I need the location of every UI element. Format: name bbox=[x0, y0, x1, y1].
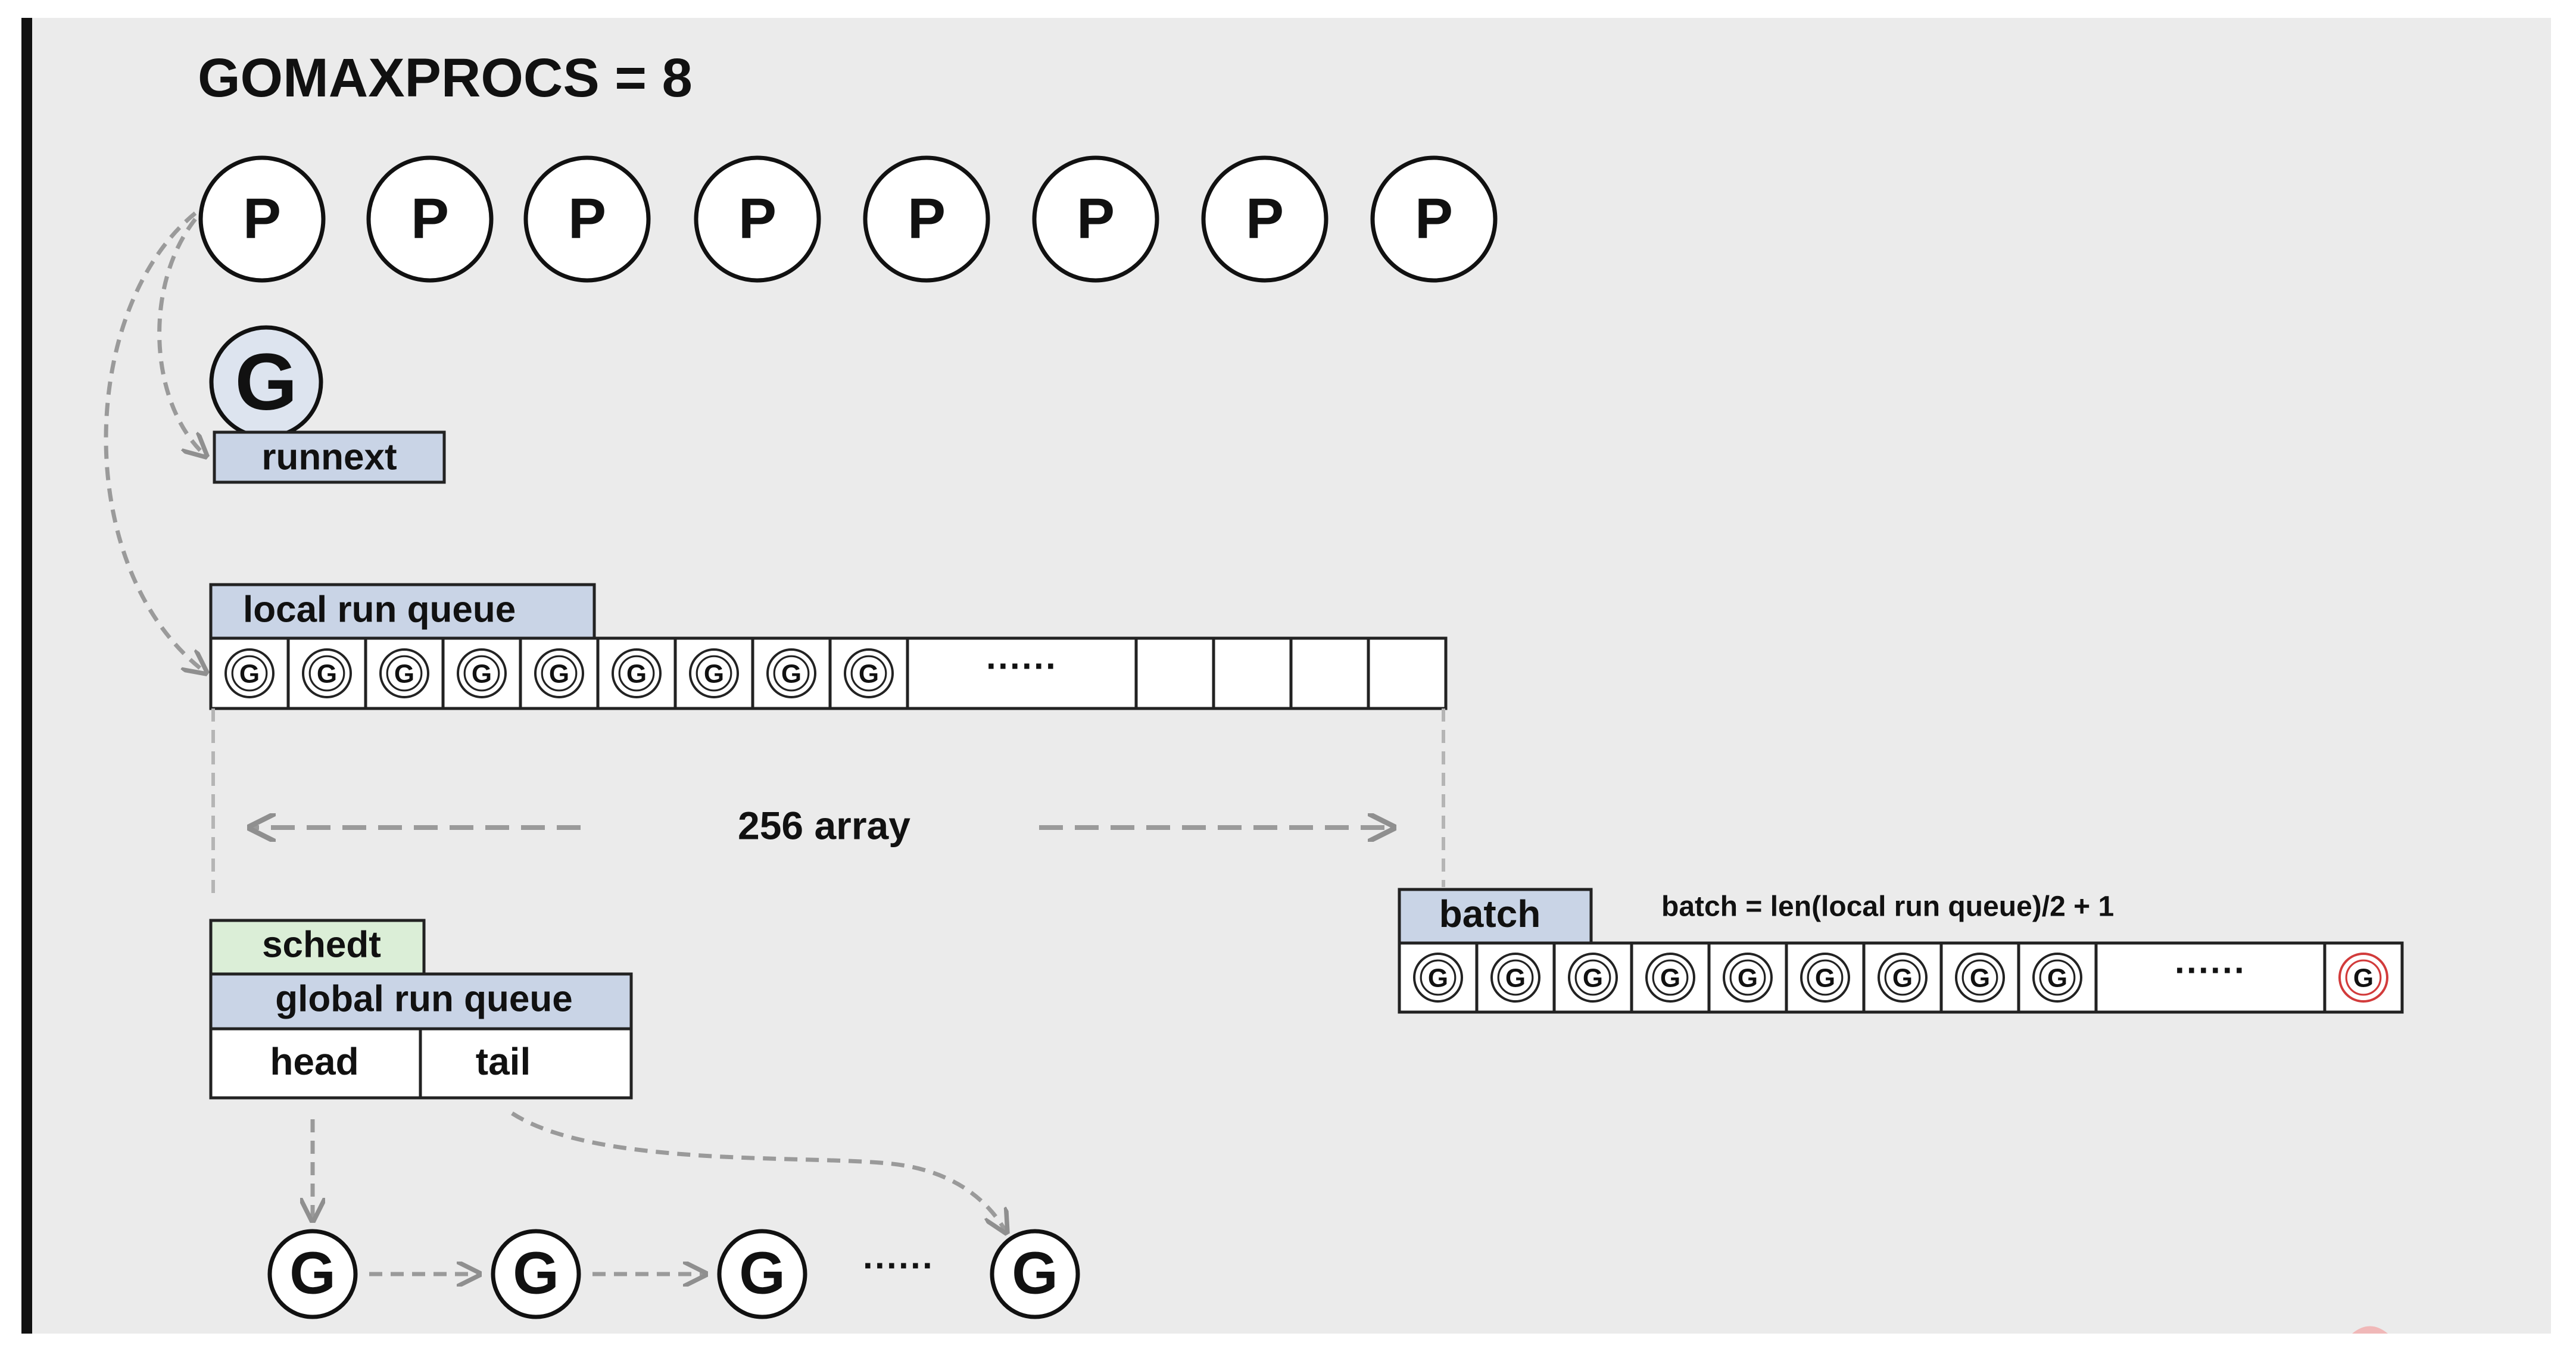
local-queue-goroutine: G bbox=[534, 648, 584, 698]
processor-3-label: P bbox=[568, 186, 606, 250]
local-queue-empty-cell bbox=[1212, 636, 1293, 710]
processor-5: P bbox=[863, 155, 990, 283]
processor-2-label: P bbox=[411, 186, 449, 250]
global-goroutine-4-label: G bbox=[1012, 1240, 1058, 1306]
batch-goroutine: G bbox=[1490, 953, 1540, 1003]
batch-goroutine: G bbox=[2032, 953, 2082, 1003]
local-queue-goroutine-label: G bbox=[394, 660, 414, 689]
runnext-goroutine: G bbox=[209, 325, 323, 439]
local-run-queue-label: local run queue bbox=[243, 589, 516, 630]
batch-goroutine: G bbox=[1568, 953, 1618, 1003]
local-queue-goroutine-label: G bbox=[239, 660, 260, 689]
corner-mark bbox=[2352, 1326, 2388, 1334]
processor-7-label: P bbox=[1246, 186, 1284, 250]
batch-goroutine-label: G bbox=[1892, 964, 1913, 993]
local-queue-goroutine-label: G bbox=[859, 660, 879, 689]
local-queue-goroutine: G bbox=[224, 648, 275, 698]
batch-formula: batch = len(local run queue)/2 + 1 bbox=[1661, 891, 2114, 923]
local-queue-empty-cell bbox=[1367, 636, 1448, 710]
processor-1-label: P bbox=[243, 186, 281, 250]
global-goroutine-1: G bbox=[267, 1229, 358, 1319]
local-queue-goroutine-label: G bbox=[317, 660, 337, 689]
batch-goroutine: G bbox=[1800, 953, 1850, 1003]
local-queue-goroutine: G bbox=[612, 648, 662, 698]
global-goroutine-3: G bbox=[717, 1229, 807, 1319]
batch-goroutine-label: G bbox=[1505, 964, 1526, 993]
processor-7: P bbox=[1201, 155, 1328, 283]
local-queue-goroutine: G bbox=[844, 648, 894, 698]
runnext-label: runnext bbox=[261, 436, 397, 477]
schedt-box bbox=[209, 919, 426, 976]
runnext-goroutine-label: G bbox=[235, 337, 297, 427]
array-size-label: 256 array bbox=[738, 803, 910, 847]
processor-6-label: P bbox=[1077, 186, 1115, 250]
local-queue-goroutine-label: G bbox=[549, 660, 569, 689]
page-title: GOMAXPROCS = 8 bbox=[198, 48, 693, 108]
processor-4-label: P bbox=[738, 186, 776, 250]
processor-1: P bbox=[198, 155, 326, 283]
local-queue-goroutine-label: G bbox=[781, 660, 802, 689]
local-queue-goroutine-label: G bbox=[626, 660, 647, 689]
processor-3: P bbox=[523, 155, 651, 283]
runnext-box bbox=[213, 430, 446, 484]
global-head-label: head bbox=[270, 1040, 358, 1083]
batch-goroutine-label: G bbox=[1583, 964, 1603, 993]
batch-label: batch bbox=[1439, 892, 1541, 935]
processor-6: P bbox=[1032, 155, 1159, 283]
batch-goroutine-label: G bbox=[1970, 964, 1990, 993]
local-queue-goroutine: G bbox=[457, 648, 507, 698]
batch-goroutine: G bbox=[1645, 953, 1695, 1003]
local-queue-empty-cell bbox=[1134, 636, 1215, 710]
local-queue-goroutine-label: G bbox=[704, 660, 724, 689]
processor-8-label: P bbox=[1415, 186, 1453, 250]
local-run-queue-header bbox=[209, 583, 596, 640]
batch-queue: G G G G G G G G G ······ G bbox=[1398, 941, 2404, 1014]
batch-goroutine: G bbox=[1723, 953, 1773, 1003]
batch-goroutine-label: G bbox=[1815, 964, 1835, 993]
local-queue-goroutine-label: G bbox=[472, 660, 492, 689]
global-goroutine-2-label: G bbox=[513, 1240, 559, 1306]
global-tail-cell bbox=[419, 1027, 633, 1100]
batch-goroutine: G bbox=[1413, 953, 1463, 1003]
global-list-ellipsis: ······ bbox=[863, 1245, 934, 1285]
processor-5-label: P bbox=[907, 186, 946, 250]
batch-goroutine-label: G bbox=[1428, 964, 1448, 993]
batch-ellipsis-cell bbox=[2094, 941, 2326, 1014]
global-goroutine-list: G G G G ······ bbox=[267, 1229, 1080, 1319]
processor-4: P bbox=[694, 155, 821, 283]
local-queue-ellipsis: ······ bbox=[986, 646, 1058, 686]
batch-goroutine-label: G bbox=[2047, 964, 2067, 993]
global-tail-label: tail bbox=[476, 1040, 531, 1083]
batch-last-goroutine-label: G bbox=[2353, 964, 2374, 993]
global-run-queue-label: global run queue bbox=[275, 978, 572, 1019]
global-goroutine-1-label: G bbox=[289, 1240, 336, 1306]
global-goroutine-3-label: G bbox=[739, 1240, 785, 1306]
slide-left-edge bbox=[21, 18, 32, 1334]
batch-last-goroutine: G bbox=[2338, 953, 2388, 1003]
local-queue-goroutine: G bbox=[766, 648, 816, 698]
local-queue-goroutine: G bbox=[379, 648, 429, 698]
processor-8: P bbox=[1370, 155, 1498, 283]
global-goroutine-4: G bbox=[990, 1229, 1080, 1319]
batch-ellipsis: ······ bbox=[2175, 950, 2246, 990]
schedt-label: schedt bbox=[262, 924, 381, 965]
batch-goroutine-label: G bbox=[1738, 964, 1758, 993]
global-goroutine-2: G bbox=[491, 1229, 581, 1319]
processor-2: P bbox=[366, 155, 494, 283]
batch-goroutine: G bbox=[1955, 953, 2005, 1003]
arrow-p-to-runnext bbox=[157, 217, 206, 456]
local-run-queue: G G G G G G G G G ······ bbox=[209, 636, 1448, 710]
local-queue-goroutine: G bbox=[689, 648, 739, 698]
local-queue-empty-cell bbox=[1289, 636, 1370, 710]
tail-pointer-arrow bbox=[511, 1112, 1006, 1232]
batch-goroutine-label: G bbox=[1660, 964, 1680, 993]
batch-goroutine: G bbox=[1878, 953, 1928, 1003]
arrow-p-to-local-queue bbox=[104, 211, 206, 673]
local-queue-goroutine: G bbox=[302, 648, 352, 698]
